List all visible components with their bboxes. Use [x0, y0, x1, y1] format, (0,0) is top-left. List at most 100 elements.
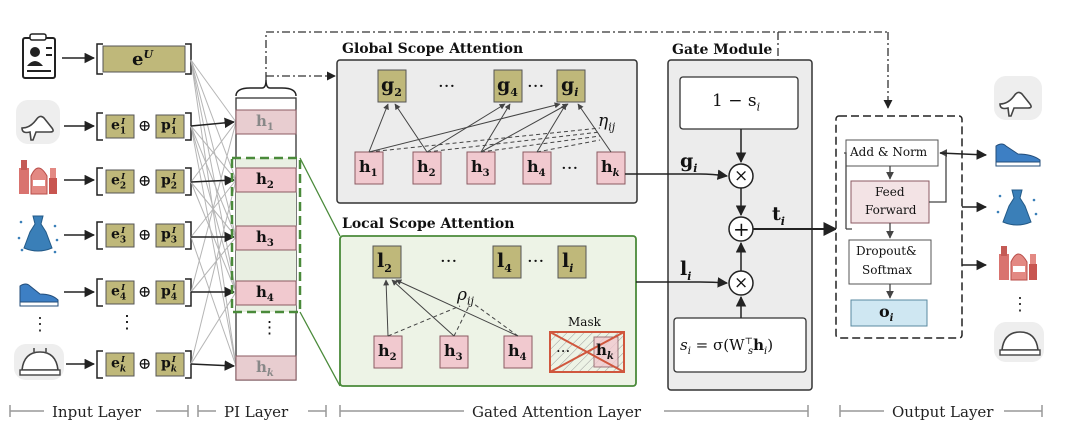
mask-hk: hk [596, 341, 614, 362]
local-l-nodes [372, 245, 587, 279]
mask-label: Mask [568, 315, 601, 329]
cosmetics-icon [999, 246, 1037, 281]
mask-block [549, 331, 625, 373]
local-l4: l4 [497, 250, 512, 275]
gate-module-title: Gate Module [672, 42, 773, 58]
global-h1: h1 [359, 157, 378, 180]
item-e-label: e3I [111, 225, 127, 246]
local-li: li [562, 250, 574, 275]
pi-cell-h1: h1 [256, 112, 274, 133]
multiply-node-top: × [734, 166, 749, 186]
output-o: oi [879, 302, 894, 325]
global-ellipsis-3: ··· [561, 158, 579, 179]
item-embedding-cells [105, 114, 185, 377]
dropout-label-1: Dropout& [856, 244, 917, 258]
item-p-label: p3I [161, 225, 178, 246]
feed-forward-label-1: Feed [875, 185, 905, 199]
plus-symbol: ⊕ [138, 354, 152, 373]
high-heel-icon [994, 76, 1042, 120]
pi-layer-column [230, 79, 302, 381]
one-minus-s: 1 − si [712, 91, 761, 114]
item-p-label: p1I [161, 116, 178, 137]
mask-ellipsis: ··· [556, 342, 571, 360]
sum-node: + [733, 217, 750, 241]
gate-t-output: ti [772, 203, 785, 228]
add-norm-label: Add & Norm [850, 145, 928, 159]
output-block [835, 115, 963, 339]
pi-layer-caption: PI Layer [224, 403, 289, 421]
shoe-polisher-icon [14, 344, 64, 380]
global-ellipsis-2: ··· [527, 76, 545, 97]
layer-rules [9, 405, 1043, 417]
sneaker-icon [19, 283, 59, 307]
gate-arrows [625, 129, 838, 318]
global-h3: h3 [471, 157, 490, 180]
gate-l-input: li [680, 258, 692, 283]
item-e-label: e4I [111, 282, 127, 303]
dropout-label-2: Softmax [862, 263, 913, 277]
item-p-label: p2I [161, 171, 178, 192]
plus-symbol: ⊕ [138, 282, 152, 301]
skip-connections [265, 31, 893, 109]
pi-cell-h2: h2 [256, 170, 274, 191]
user-embedding-block [96, 43, 192, 75]
embedding-vdots: ⋮ [118, 312, 136, 333]
gate-module-panel [667, 59, 813, 391]
pi-cell-hk: hk [256, 358, 274, 379]
local-h2: h2 [378, 341, 397, 364]
cosmetics-icon [19, 160, 57, 195]
pi-cell-h4: h4 [256, 283, 274, 304]
input-arrows [62, 52, 96, 370]
item-e-label: e2I [111, 171, 127, 192]
input-layer-caption: Input Layer [52, 403, 142, 421]
item-e-label: ekI [111, 354, 127, 375]
output-layer-caption: Output Layer [892, 403, 994, 421]
input-vdots: ⋮ [31, 314, 49, 335]
feed-forward-label-2: Forward [865, 203, 917, 217]
global-ellipsis-1: ··· [438, 76, 456, 97]
global-h-nodes [354, 151, 626, 185]
input-to-pi-arrows [190, 117, 236, 371]
local-attention-edges [383, 279, 519, 337]
local-h4: h4 [508, 341, 527, 364]
pi-cell-h3: h3 [256, 228, 274, 249]
shoe-polisher-icon [994, 322, 1044, 362]
local-scope-title: Local Scope Attention [342, 216, 515, 232]
dress-icon [996, 189, 1038, 226]
global-g2: g2 [381, 74, 402, 99]
gated-attention-layer-caption: Gated Attention Layer [472, 403, 642, 421]
high-heel-icon [16, 100, 60, 144]
plus-symbol: ⊕ [138, 116, 152, 135]
pi-vdots: ⋮ [261, 318, 278, 338]
global-weight-eta: ηij [598, 111, 616, 134]
local-ellipsis-1: ··· [440, 251, 458, 272]
global-g-nodes [377, 69, 586, 103]
gate-formula: si = σ(W⊤shi) [680, 336, 774, 357]
global-scope-title: Global Scope Attention [342, 41, 524, 57]
multiply-node-bottom: × [734, 273, 749, 293]
global-hk: hk [601, 157, 620, 180]
local-h3: h3 [444, 341, 463, 364]
gate-g-input: gi [680, 150, 698, 175]
output-vdots: ⋮ [1011, 294, 1029, 315]
local-h-nodes [373, 335, 533, 369]
local-ellipsis-2: ··· [527, 251, 545, 272]
global-attention-edges [368, 102, 612, 153]
local-weight-rho: ρij [457, 285, 474, 308]
local-l2: l2 [377, 250, 392, 275]
global-g4: g4 [497, 74, 518, 99]
sneaker-icon [995, 143, 1041, 167]
user-profile-icon [22, 33, 56, 79]
global-h4: h4 [527, 157, 546, 180]
output-arrows [939, 149, 988, 271]
global-gi: gi [561, 74, 579, 99]
plus-symbol: ⊕ [138, 225, 152, 244]
item-p-label: pkI [161, 354, 178, 375]
local-zoom-lines [299, 157, 341, 387]
item-p-label: p4I [161, 282, 178, 303]
plus-symbol: ⊕ [138, 171, 152, 190]
global-h2: h2 [417, 157, 436, 180]
dress-icon [17, 215, 59, 254]
